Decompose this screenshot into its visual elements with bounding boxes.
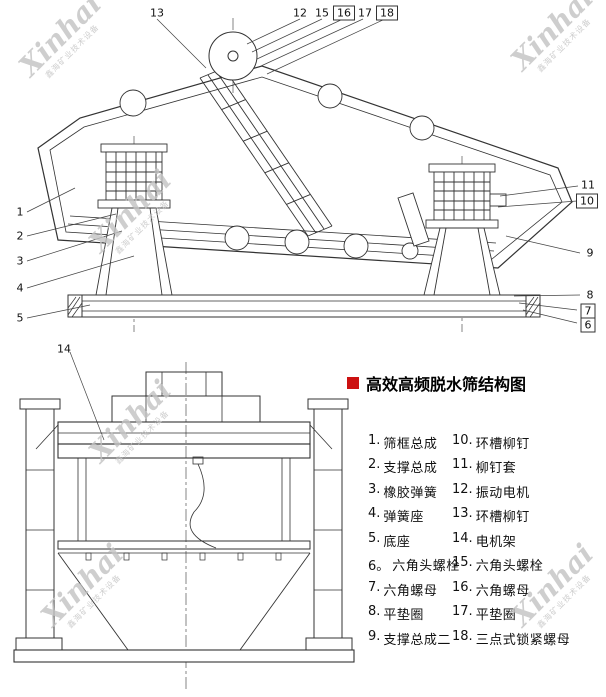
callout-11: 11 (581, 178, 595, 192)
callout-9: 9 (586, 246, 594, 260)
callout-17: 17 (358, 6, 372, 20)
front-frame (35, 421, 333, 541)
part-item: 17.平垫圈 (452, 604, 517, 624)
part-item: 1.筛框总成 (368, 432, 438, 452)
callout-10: 10 (576, 193, 598, 209)
part-item: 12.振动电机 (452, 481, 530, 501)
base-frame (67, 294, 541, 318)
parts-list-row: 4.弹簧座 13.环槽柳钉 (368, 504, 570, 529)
parts-list-row: 1.筛框总成 10.环槽柳钉 (368, 430, 570, 455)
callout-13: 13 (150, 6, 164, 20)
parts-list-row: 9.支撑总成二 18.三点式锁紧螺母 (368, 626, 570, 651)
front-base (13, 649, 355, 663)
parts-list: 1.筛框总成 10.环槽柳钉 2.支撑总成 11.柳钉套 3.橡胶弹簧 12.振… (368, 430, 570, 651)
callout-14: 14 (57, 342, 71, 356)
motor-beam (199, 67, 333, 237)
part-item: 16.六角螺母 (452, 579, 530, 599)
part-item: 3.橡胶弹簧 (368, 481, 438, 501)
part-item: 8.平垫圈 (368, 604, 424, 624)
vibration-motor (208, 31, 258, 81)
part-item: 14.电机架 (452, 530, 517, 550)
parts-list-row: 3.橡胶弹簧 12.振动电机 (368, 479, 570, 504)
part-item: 13.环槽柳钉 (452, 506, 530, 526)
callout-12: 12 (293, 6, 307, 20)
rivet-bracket (489, 193, 507, 207)
parts-list-row: 2.支撑总成 11.柳钉套 (368, 455, 570, 480)
rivet-circles (119, 83, 435, 260)
leader-lines (26, 18, 581, 324)
callout-4: 4 (16, 281, 24, 295)
legend-title: 高效高频脱水筛结构图 (347, 371, 526, 395)
side-view-drawing (26, 18, 581, 332)
callout-2: 2 (16, 229, 24, 243)
leader-line-14 (69, 351, 105, 441)
part-item: 15.六角头螺栓 (452, 555, 544, 575)
callout-7: 7 (580, 303, 596, 319)
part-item: 4.弹簧座 (368, 506, 424, 526)
callout-8: 8 (586, 288, 594, 302)
front-view-drawing (13, 351, 355, 690)
discharge-hopper (57, 552, 311, 651)
part-item: 11.柳钉套 (452, 457, 517, 477)
part-item: 6。六角头螺栓 (368, 559, 460, 575)
motor-cable (189, 456, 217, 549)
slanted-plate (397, 192, 430, 247)
screen-deck (57, 540, 311, 561)
part-item: 7.六角螺母 (368, 579, 438, 599)
red-square-bullet (347, 377, 359, 389)
part-item: 5.底座 (368, 530, 411, 550)
parts-list-row: 6。六角头螺栓 15.六角头螺栓 (368, 553, 570, 578)
parts-list-row: 5.底座 14.电机架 (368, 528, 570, 553)
part-item: 10.环槽柳钉 (452, 432, 530, 452)
part-item: 9.支撑总成二 (368, 628, 451, 648)
support-columns (15, 398, 353, 653)
centerlines (133, 18, 463, 332)
callout-1: 1 (16, 205, 24, 219)
support-right (423, 163, 501, 296)
legend-title-text: 高效高频脱水筛结构图 (366, 375, 527, 394)
callout-6: 6 (580, 317, 596, 333)
callout-16: 16 (333, 5, 355, 21)
callout-3: 3 (16, 254, 24, 268)
part-item: 18.三点式锁紧螺母 (452, 628, 571, 648)
callout-5: 5 (16, 311, 24, 325)
callout-15: 15 (315, 6, 329, 20)
parts-list-row: 8.平垫圈 17.平垫圈 (368, 602, 570, 627)
part-item: 2.支撑总成 (368, 457, 438, 477)
callout-18: 18 (376, 5, 398, 21)
support-left (95, 143, 173, 296)
parts-list-row: 7.六角螺母 16.六角螺母 (368, 577, 570, 602)
